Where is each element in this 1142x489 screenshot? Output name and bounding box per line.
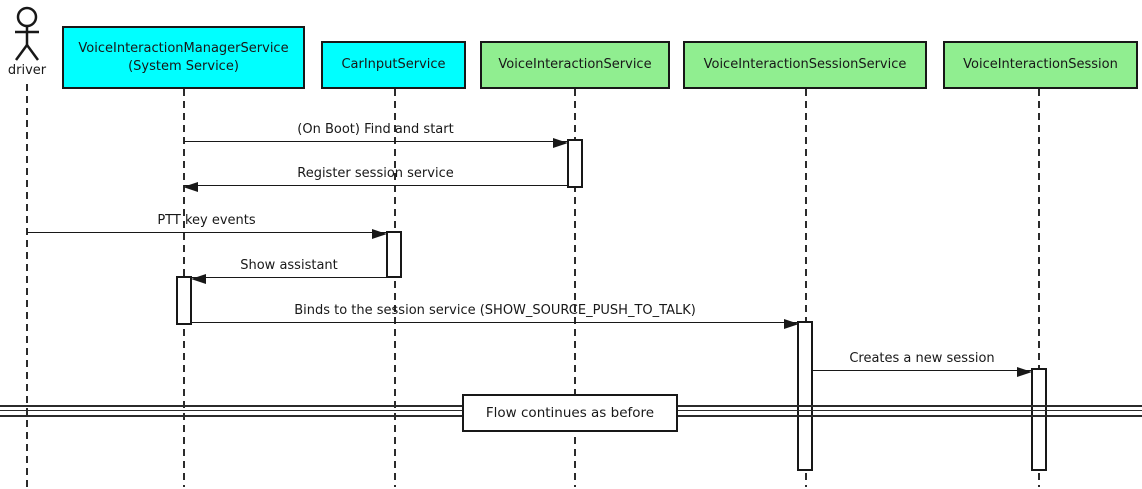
message-label: Creates a new session <box>849 351 995 366</box>
participant-car-input-service: CarInputService <box>321 41 466 89</box>
lifeline-voice-interaction-service <box>574 89 576 487</box>
message-binds-to-session-service: Binds to the session service (SHOW_SOURC… <box>192 302 799 329</box>
message-label: Register session service <box>297 166 454 181</box>
message-label: Binds to the session service (SHOW_SOURC… <box>294 303 696 318</box>
arrowhead-left-icon <box>191 273 206 284</box>
activation-voice-interaction-session-service <box>797 321 813 471</box>
arrowhead-right-icon <box>553 137 568 148</box>
actor-driver-icon <box>7 5 47 67</box>
divider-label: Flow continues as before <box>485 405 655 421</box>
message-creates-a-new-session: Creates a new session <box>813 350 1032 377</box>
message-show-assistant: Show assistant <box>191 257 386 284</box>
message-label: PTT key events <box>157 213 256 228</box>
participant-voice-interaction-session: VoiceInteractionSession <box>943 41 1138 89</box>
participant-voice-interaction-session-service: VoiceInteractionSessionService <box>683 41 927 89</box>
arrowhead-right-icon <box>1017 366 1032 377</box>
divider-label-box: Flow continues as before <box>462 394 678 432</box>
activation-voice-interaction-service <box>567 139 583 188</box>
message-label: (On Boot) Find and start <box>297 122 454 137</box>
participant-voice-interaction-service: VoiceInteractionService <box>480 41 670 89</box>
arrowhead-right-icon <box>372 228 387 239</box>
arrowhead-left-icon <box>183 181 198 192</box>
actor-driver-label: driver <box>7 63 47 78</box>
message-on-boot-find-and-start: (On Boot) Find and start <box>184 121 568 148</box>
lifeline-voice-interaction-session-service <box>805 89 807 487</box>
message-register-session-service: Register session service <box>183 165 567 192</box>
arrowhead-right-icon <box>784 318 799 329</box>
message-label: Show assistant <box>240 258 338 273</box>
activation-voice-interaction-session <box>1031 368 1047 471</box>
lifeline-car-input-service <box>394 89 396 487</box>
message-ptt-key-events: PTT key events <box>27 212 387 239</box>
lifeline-voice-interaction-session <box>1038 89 1040 487</box>
lifeline-driver <box>26 84 28 487</box>
participant-voice-interaction-manager-service: VoiceInteractionManagerService (System S… <box>62 26 305 89</box>
activation-car-input-service <box>386 231 402 278</box>
activation-voice-interaction-manager-service <box>176 276 192 325</box>
